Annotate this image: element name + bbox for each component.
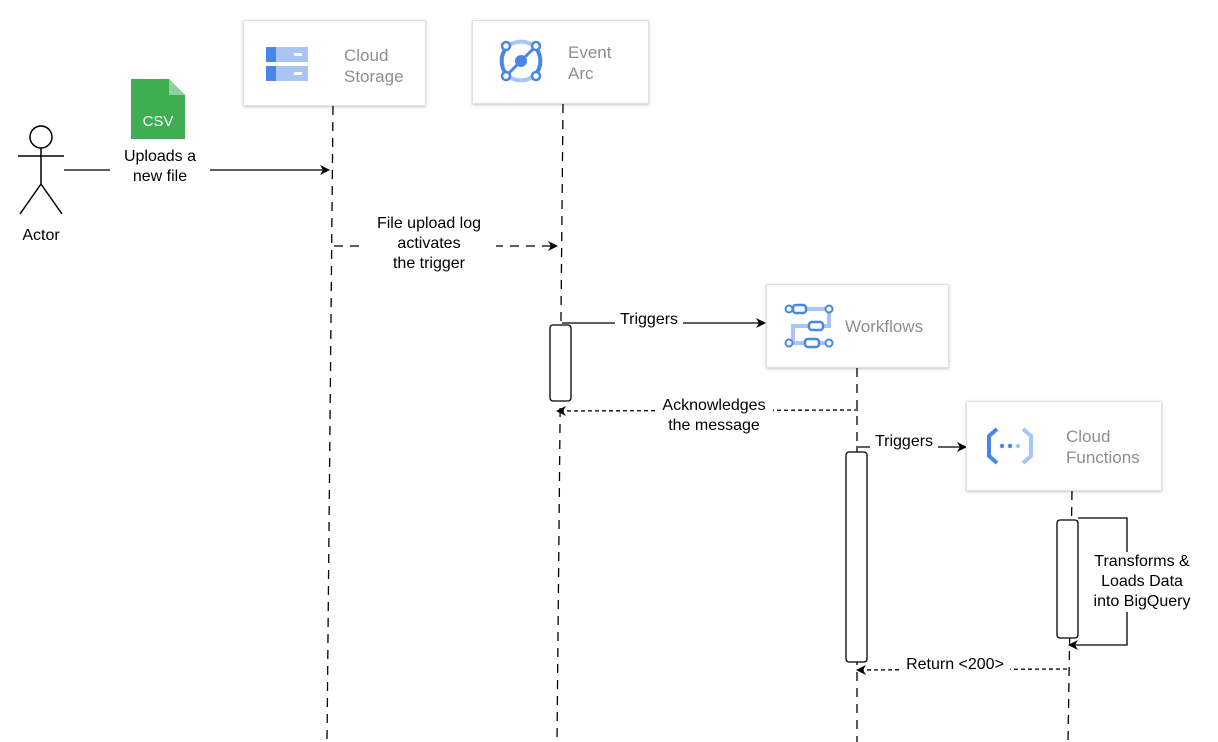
message-trigger-functions-label: Triggers [870, 432, 938, 452]
lifeline-storage [326, 105, 334, 742]
activation-eventarc [549, 324, 572, 402]
message-transform-line3: into BigQuery [1093, 593, 1191, 610]
message-transform-line2: Loads Data [1101, 573, 1183, 590]
cloud-storage-label-line1: Cloud [344, 46, 389, 65]
cloud-storage-icon [266, 47, 308, 81]
message-transform-line1: Transforms & [1094, 553, 1190, 570]
activation-functions [1056, 519, 1079, 639]
message-upload-line2: new file [132, 168, 188, 185]
cloud-storage-label-line2: Storage [344, 67, 404, 86]
message-trigger-workflows-label: Triggers [615, 310, 683, 330]
message-return-line1: Return <200> [906, 656, 1004, 673]
cloud-functions-icon [987, 427, 1033, 465]
message-upload-line1: Uploads a [123, 148, 197, 165]
activation-workflows [845, 451, 868, 663]
cloud-functions-label-line2: Functions [1066, 448, 1140, 467]
message-log-line1: File upload log [376, 215, 482, 232]
actor-figure [18, 125, 64, 215]
participant-cloud-storage[interactable]: Cloud Storage [243, 20, 426, 106]
lifeline-eventarc [556, 103, 564, 742]
eventarc-label-line2: Arc [568, 64, 594, 83]
message-trigger-workflows-line1: Triggers [619, 311, 679, 328]
message-log-label: File upload log activates the trigger [362, 214, 496, 274]
lifeline-functions [1067, 490, 1073, 742]
csv-file-icon: CSV [131, 79, 185, 139]
message-upload-label: Uploads a new file [110, 147, 210, 187]
message-ack-line1: Acknowledges [662, 397, 766, 414]
eventarc-label-line1: Event [568, 43, 612, 62]
message-ack-line2: the message [668, 417, 760, 434]
csv-file-label: CSV [142, 113, 174, 130]
actor-label: Actor [14, 226, 68, 246]
message-trigger-functions-line1: Triggers [874, 433, 934, 450]
message-log-line3: the trigger [392, 255, 466, 272]
message-return-label: Return <200> [900, 655, 1010, 675]
participant-cloud-functions[interactable]: Cloud Functions [966, 401, 1162, 491]
eventarc-icon [499, 39, 543, 83]
message-ack-label: Acknowledges the message [655, 396, 773, 436]
workflows-icon [784, 303, 834, 349]
participant-workflows[interactable]: Workflows [766, 284, 949, 368]
workflows-label: Workflows [845, 317, 924, 336]
cloud-functions-label-line1: Cloud [1066, 427, 1111, 446]
message-transform-label: Transforms & Loads Data into BigQuery [1084, 552, 1200, 612]
message-log-line2: activates [397, 235, 461, 252]
participant-eventarc[interactable]: Event Arc [472, 20, 649, 104]
